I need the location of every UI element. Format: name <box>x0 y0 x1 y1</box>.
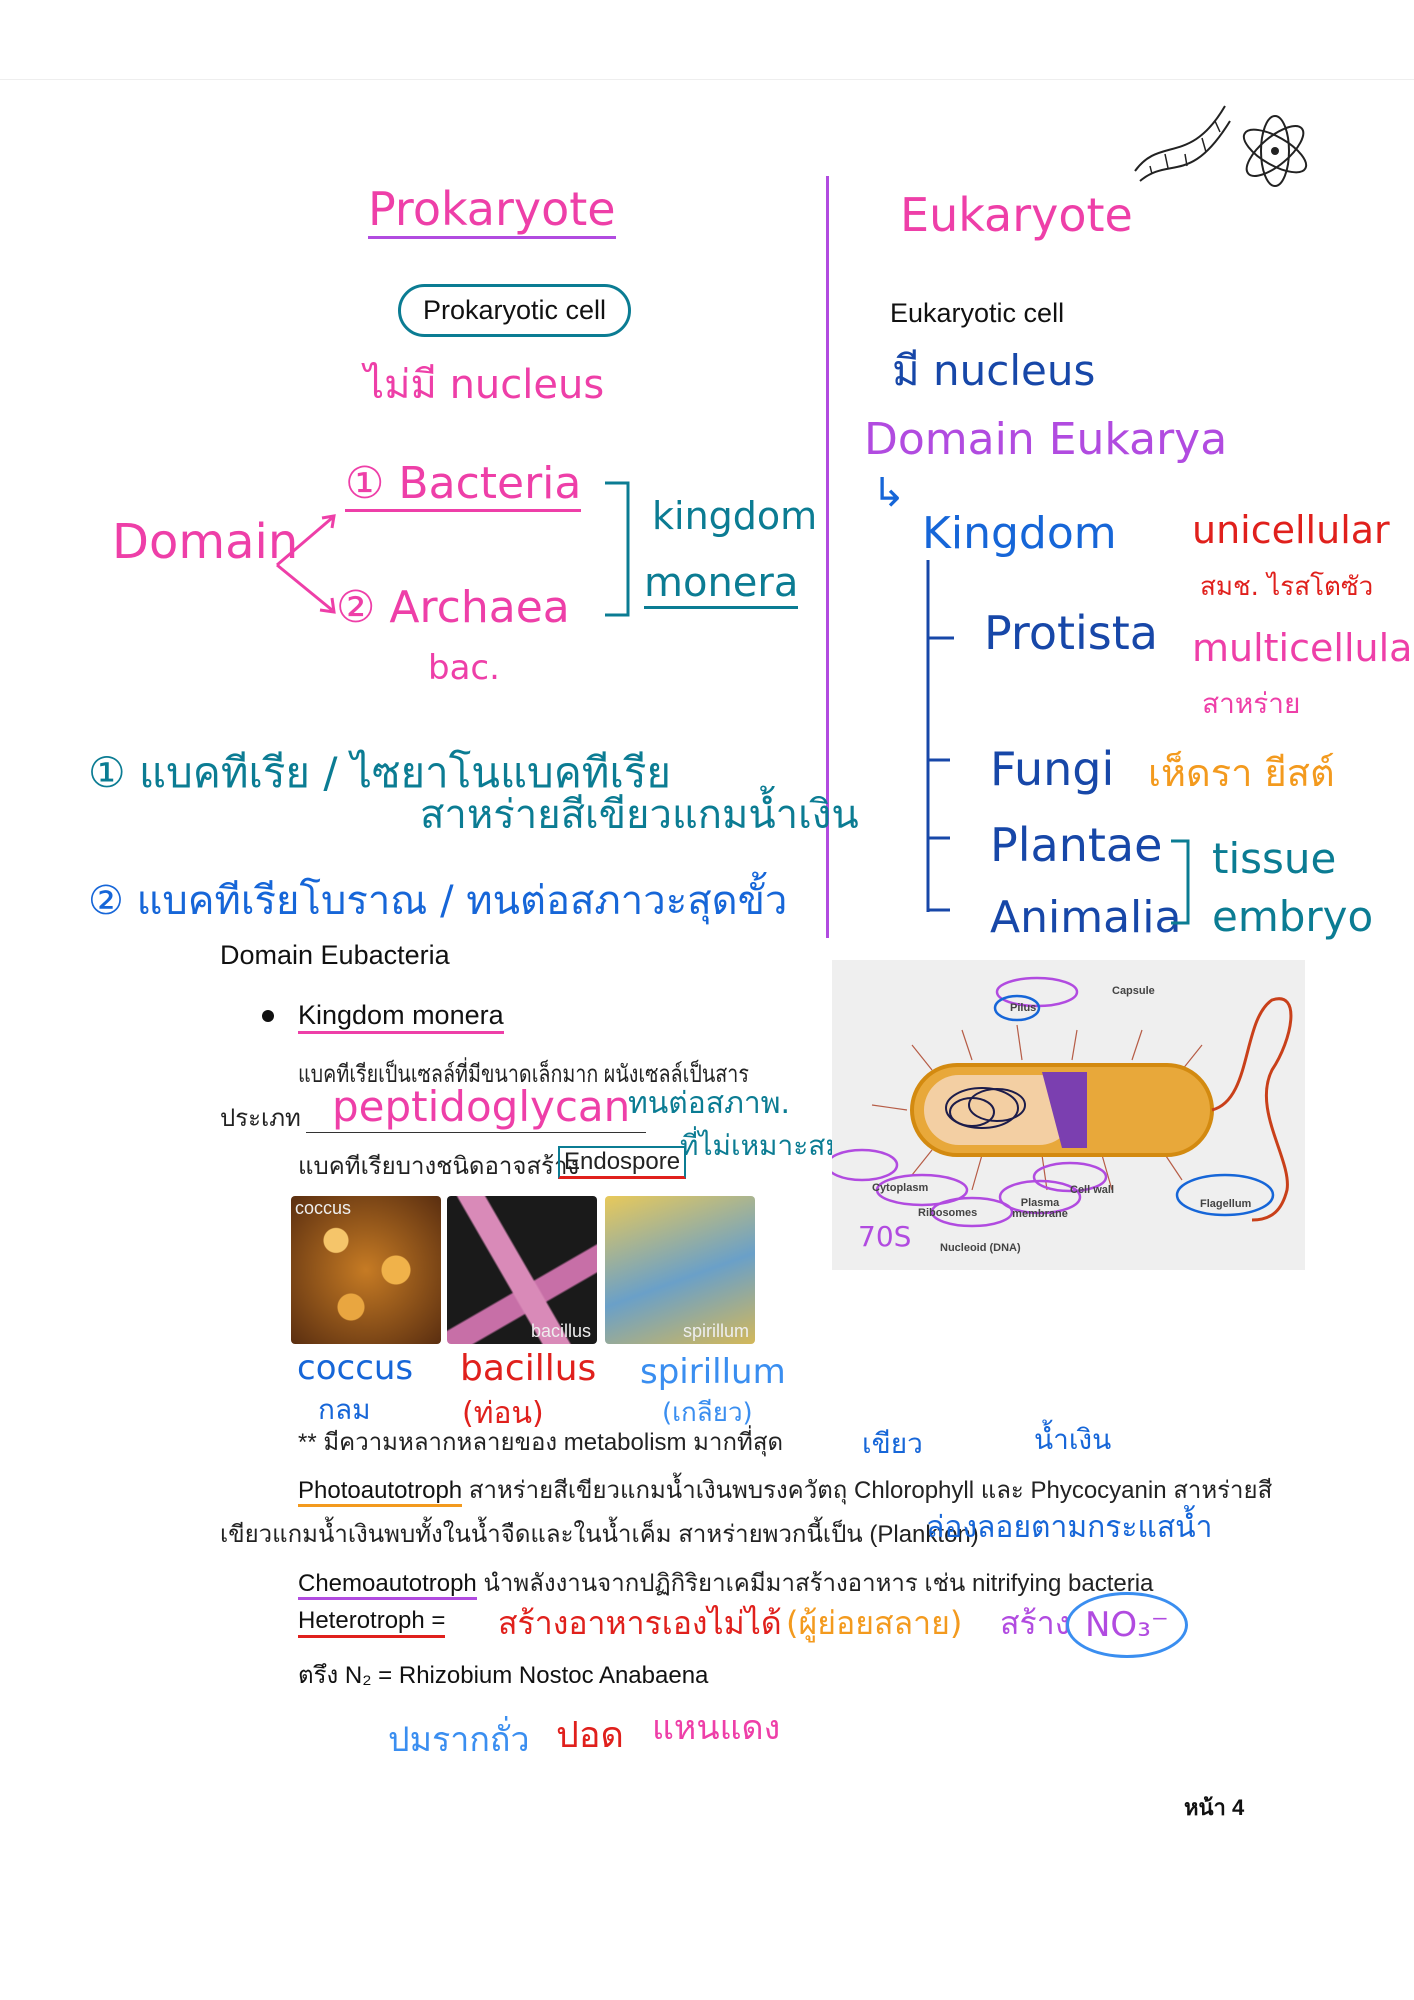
nostoc-note: ปอด <box>556 1715 624 1756</box>
chemoautotroph-term: Chemoautotroph <box>298 1570 477 1600</box>
bacteria-note-line2: สาหร่ายสีเขียวแกมน้ำเงิน <box>420 792 859 838</box>
page-number: หน้า 4 <box>1184 1795 1245 1820</box>
kingdom-fungi: Fungi <box>990 742 1115 796</box>
coccus-image-label: coccus <box>295 1198 352 1218</box>
label-ribosomes: Ribosomes <box>918 1207 978 1219</box>
coccus-thai: กลม <box>318 1393 371 1426</box>
fungi-example: เห็ดรา ยีสต์ <box>1148 751 1335 795</box>
label-capsule: Capsule <box>1112 985 1155 997</box>
blue-note: น้ำเงิน <box>1034 1423 1112 1456</box>
blank-line <box>306 1132 646 1133</box>
endospore-term: Endospore <box>558 1146 687 1179</box>
photoautotroph-term: Photoautotroph <box>298 1477 463 1507</box>
unicellular-note: unicellular <box>1192 508 1390 552</box>
anabaena-note: แหนแดง <box>652 1708 781 1748</box>
no3-note: NO₃⁻ <box>1066 1592 1188 1658</box>
bacillus-handwritten: bacillus <box>460 1348 597 1389</box>
type-label: ประเภท <box>220 1105 301 1132</box>
domain-eukarya: Domain Eukarya <box>864 414 1228 465</box>
bracket-icon <box>1171 839 1190 925</box>
bacterial-cell-diagram: Pilus Capsule Cytoplasm Ribosomes Nucleo… <box>832 960 1305 1270</box>
bacterial-cell-illustration <box>832 976 1293 1228</box>
eukaryotic-cell-label: Eukaryotic cell <box>890 298 1065 328</box>
bacteria-description: แบคทีเรียเป็นเซลล์ที่มีขนาดเล็กมาก ผนังเ… <box>298 1061 749 1088</box>
plankton-note: ล่องลอยตามกระแสน้ำ <box>926 1510 1213 1545</box>
archaea-item: ② Archaea <box>336 582 570 633</box>
domain-label: Domain <box>112 514 299 570</box>
spirillum-image-label: spirillum <box>682 1321 749 1341</box>
green-note: เขียว <box>862 1427 923 1460</box>
bacteria-item: ① Bacteria <box>345 458 582 512</box>
kingdom-monera-bullet: Kingdom monera <box>298 1000 504 1034</box>
spirillum-handwritten: spirillum <box>640 1352 786 1392</box>
multicellular-example: สาหร่าย <box>1202 687 1301 720</box>
kingdom-tree-lines <box>926 560 954 912</box>
tissue-note: tissue <box>1212 834 1337 883</box>
bacillus-thai: (ท่อน) <box>462 1396 544 1431</box>
dna-atom-doodle-icon <box>1134 105 1308 187</box>
bac-note: bac. <box>428 648 500 688</box>
bacillus-image-label: bacillus <box>530 1321 591 1341</box>
spirillum-image: spirillum <box>605 1196 755 1344</box>
peptidoglycan-answer: peptidoglycan <box>332 1082 631 1131</box>
endure-note: ทนต่อสภาพ. <box>628 1086 791 1121</box>
rhizobium-note: ปมรากถั่ว <box>388 1720 530 1760</box>
label-cell-wall: Cell wall <box>1070 1184 1115 1196</box>
embryo-note: embryo <box>1212 892 1374 941</box>
kingdom-heading: Kingdom <box>922 508 1117 559</box>
label-plasma-membrane: Plasma membrane <box>1012 1197 1068 1220</box>
unicellular-example: สมช. ไรสโตซัว <box>1200 572 1374 602</box>
branch-arrows-icon <box>276 514 336 614</box>
archaea-note: ② แบคทีเรียโบราณ / ทนต่อสภาวะสุดขั้ว <box>88 878 788 924</box>
label-cytoplasm: Cytoplasm <box>872 1182 929 1194</box>
unsuitable-note: ที่ไม่เหมาะสม <box>680 1129 844 1162</box>
decomposer-note: (ผู้ย่อยสลาย) <box>786 1604 963 1642</box>
kingdom-animalia: Animalia <box>990 892 1182 943</box>
coccus-image: coccus <box>291 1196 441 1344</box>
heterotroph-note: สร้างอาหารเองไม่ได้ <box>498 1604 782 1642</box>
label-pilus: Pilus <box>1010 1002 1037 1014</box>
page-top-border <box>0 79 1414 80</box>
photoautotroph-text-line2: เขียวแกมน้ำเงินพบทั้งในน้ำจืดและในน้ำเค็… <box>220 1521 979 1548</box>
ribosome-70s-note: 70S <box>858 1220 912 1253</box>
down-right-arrow-icon: ↳ <box>872 470 906 516</box>
heterotroph-term: Heterotroph = <box>298 1607 446 1638</box>
photoautotroph-text: สาหร่ายสีเขียวแกมน้ำเงินพบรงควัตถุ Chlor… <box>468 1477 1273 1504</box>
no-nucleus-note: ไม่มี nucleus <box>364 362 605 408</box>
bullet-icon <box>262 1010 274 1022</box>
bacteria-note-line1: ① แบคทีเรีย / ไซยาโนแบคทีเรีย <box>88 748 672 797</box>
monera-note: monera <box>644 560 799 609</box>
chemoautotroph-text: นำพลังงานจากปฏิกิริยาเคมีมาสร้างอาหาร เช… <box>483 1570 1154 1597</box>
kingdom-plantae: Plantae <box>990 818 1163 872</box>
eukaryote-title: Eukaryote <box>900 188 1133 242</box>
domain-eubacteria-heading: Domain Eubacteria <box>220 940 450 970</box>
label-flagellum: Flagellum <box>1200 1198 1252 1210</box>
spirillum-thai: (เกลียว) <box>662 1398 753 1428</box>
prokaryotic-cell-label: Prokaryotic cell <box>398 284 632 337</box>
nitrogen-fixation-line: ตรึง N₂ = Rhizobium Nostoc Anabaena <box>298 1662 709 1689</box>
coccus-handwritten: coccus <box>297 1348 414 1388</box>
endospore-sentence: แบคทีเรียบางชนิดอาจสร้าง <box>298 1153 580 1180</box>
bacillus-image: bacillus <box>447 1196 597 1344</box>
kingdom-protista: Protista <box>984 606 1158 660</box>
has-nucleus-note: มี nucleus <box>892 346 1096 395</box>
bracket-icon <box>605 481 630 617</box>
kingdom-note: kingdom <box>652 494 818 538</box>
column-divider <box>826 176 829 938</box>
produce-note: สร้าง <box>1000 1604 1071 1642</box>
multicellular-note: multicellular <box>1192 626 1414 670</box>
label-nucleoid: Nucleoid (DNA) <box>940 1242 1021 1254</box>
prokaryote-title: Prokaryote <box>368 182 616 239</box>
metabolism-note: ** มีความหลากหลายของ metabolism มากที่สุ… <box>298 1429 784 1456</box>
